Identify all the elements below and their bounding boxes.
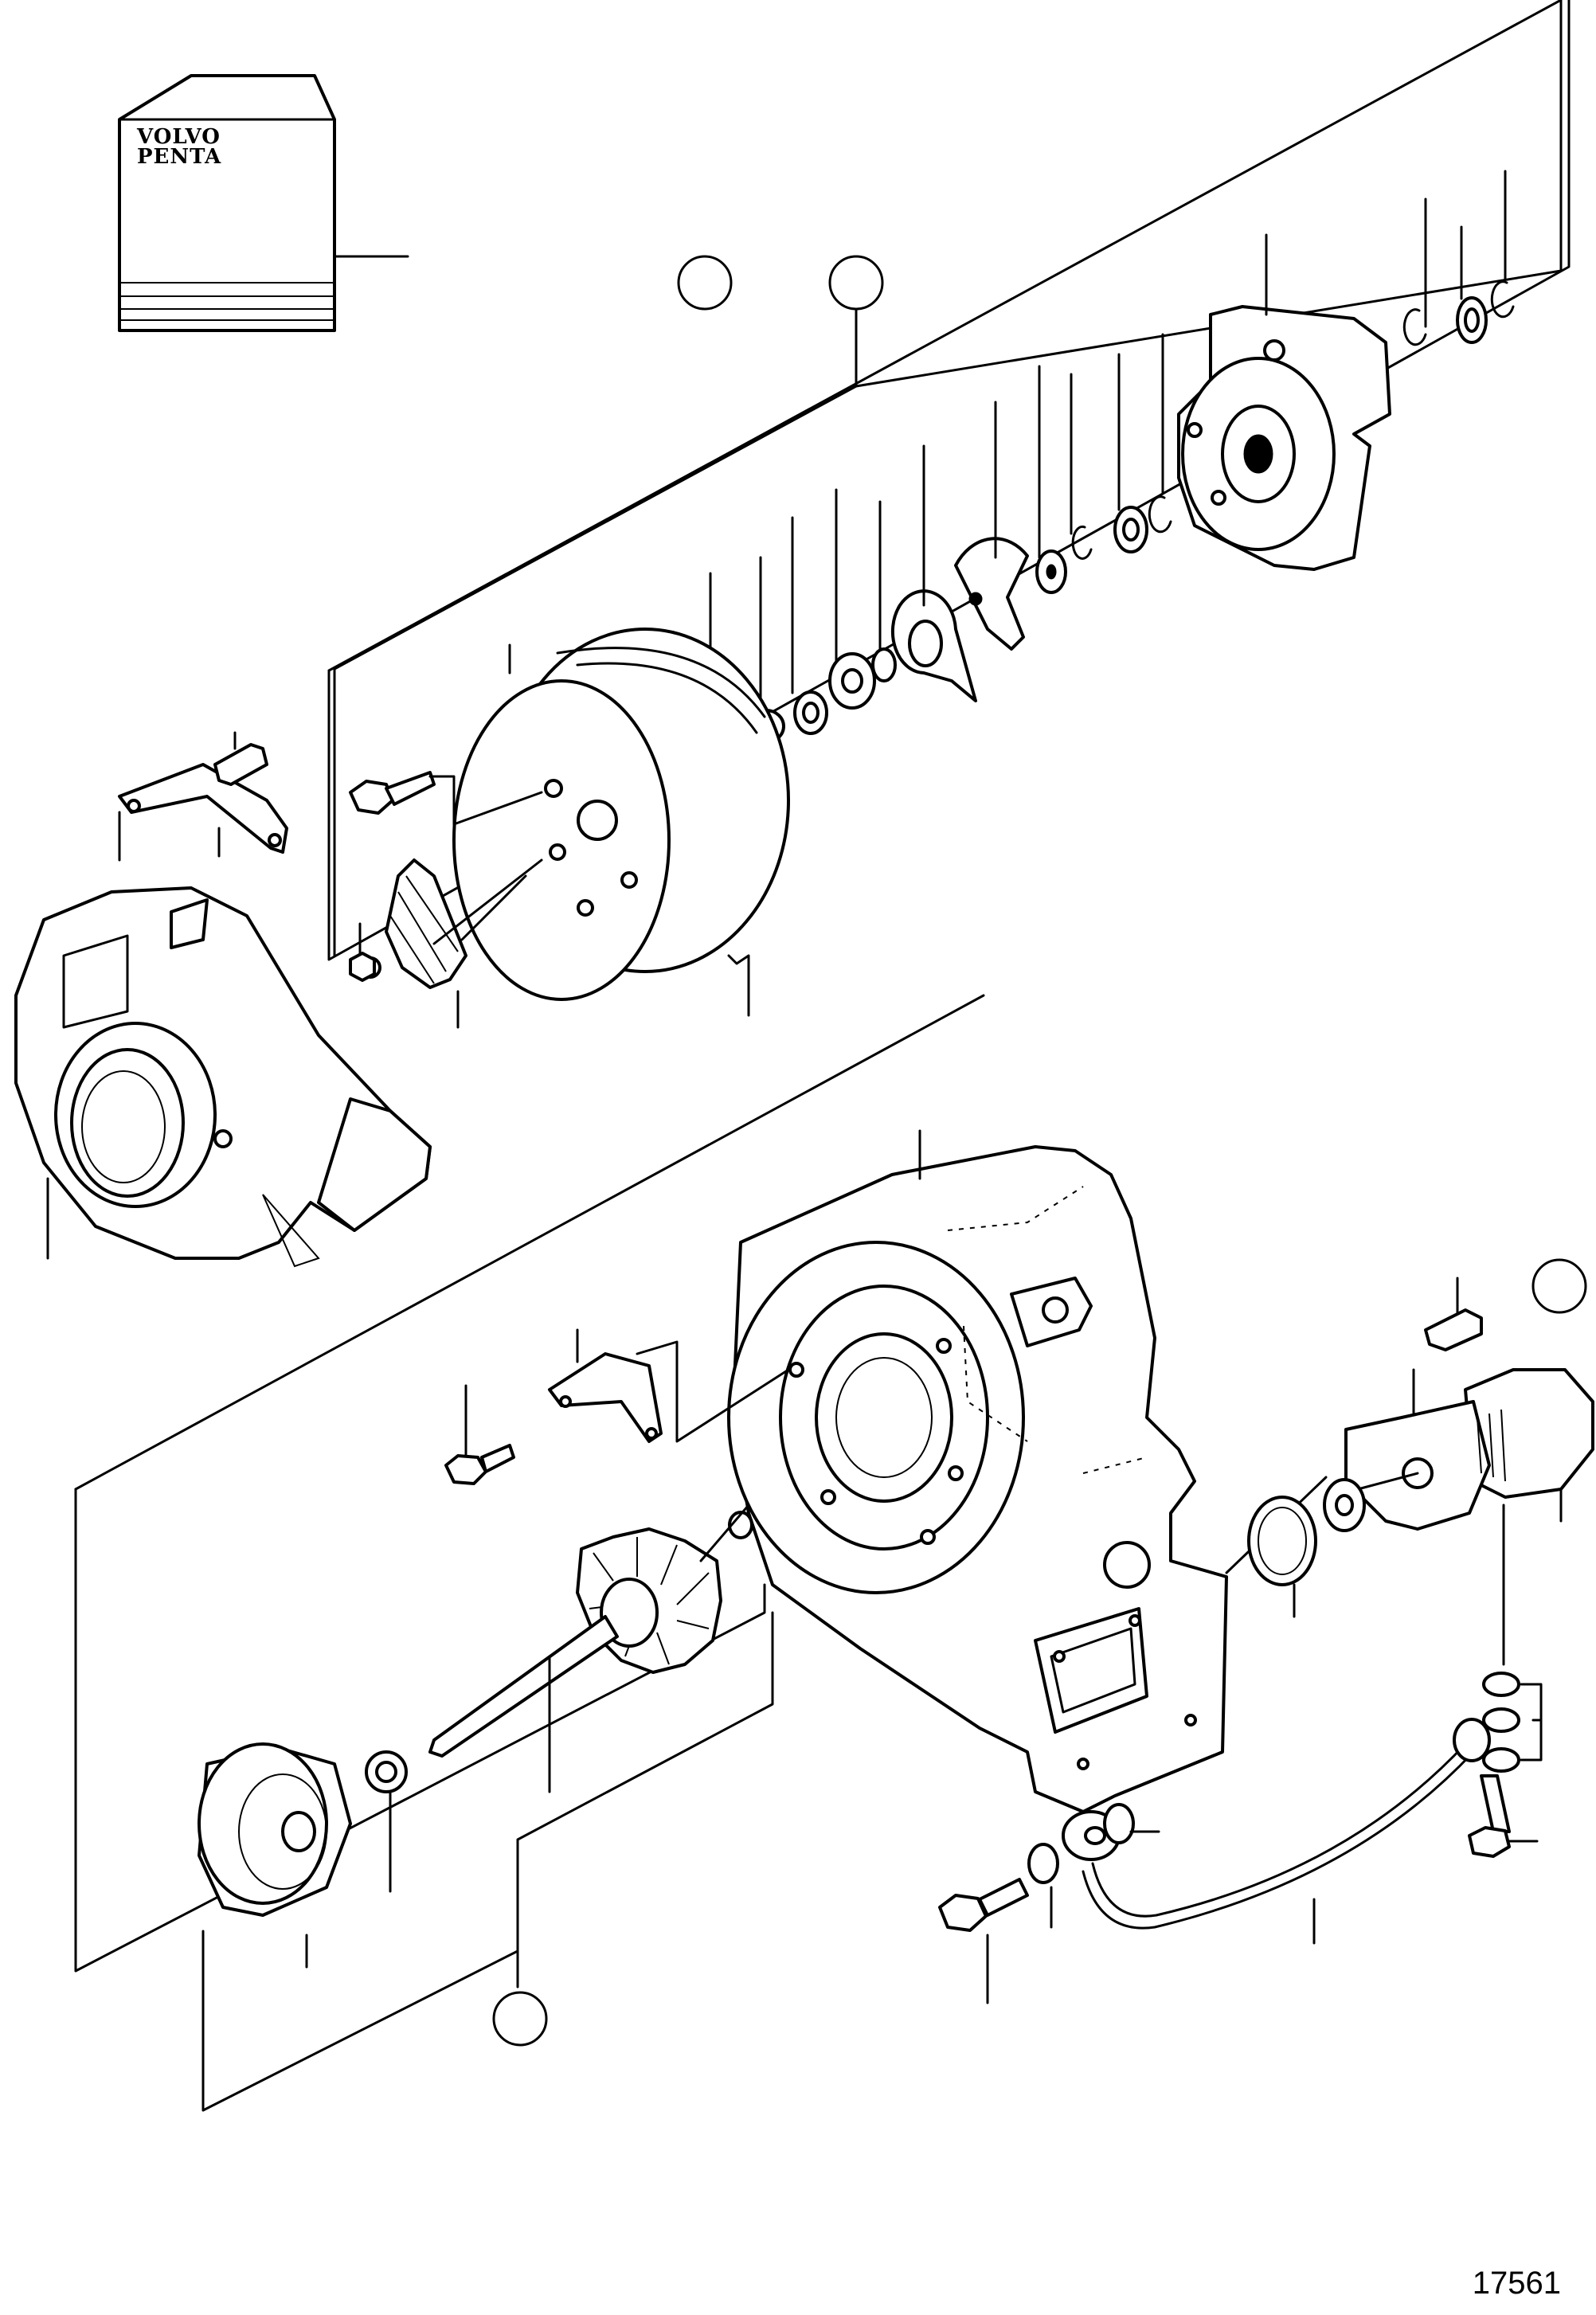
figure-number: 17561 — [1473, 2266, 1561, 2301]
clamp-bolt-lower — [444, 1384, 515, 1485]
bearing-bush-mid — [1113, 353, 1148, 553]
service-manual-booklet: VOLVO PENTA — [118, 74, 409, 332]
banjo-bolt-left — [938, 1878, 1029, 2004]
compressor-housing — [14, 886, 432, 1268]
bearing-housing — [1177, 233, 1391, 571]
backplate-screw — [349, 771, 543, 826]
sealing-washer-left-2 — [1027, 1843, 1059, 1929]
reference-circle-3 — [492, 1991, 548, 2047]
thrust-collar — [871, 500, 897, 682]
brand-line-penta: PENTA — [137, 145, 221, 169]
actuator-screw — [1424, 1277, 1483, 1351]
turbine-housing — [727, 1129, 1228, 1813]
boost-pipe — [1082, 1742, 1475, 1945]
turbine-wheel-shaft — [428, 1504, 750, 1793]
circlip-mid — [1148, 333, 1172, 534]
bearing-bush-upper-right — [1456, 225, 1488, 344]
wastegate-actuator — [1344, 1368, 1594, 1531]
clamp-plate-upper — [118, 763, 288, 862]
brand-line-volvo: VOLVO — [136, 125, 221, 149]
lower-kit-frame — [74, 994, 985, 2112]
thrust-washer — [1035, 365, 1067, 594]
thrust-bearing-plate — [954, 401, 1029, 651]
banjo-fitting-right — [1453, 1504, 1543, 1858]
circlip-mid-2 — [1070, 373, 1093, 560]
clamp-screw-upper — [213, 731, 268, 786]
wheel-lock-nut — [349, 922, 376, 982]
spacer-sleeve — [828, 488, 876, 710]
reference-circle-2 — [828, 255, 884, 311]
actuator-gasket — [1247, 1496, 1317, 1618]
compressor-backplate — [452, 628, 790, 1017]
clamp-plate-lower — [548, 1328, 790, 1443]
upper-parts-bracket — [333, 0, 1563, 957]
circlip-far-right — [1490, 170, 1515, 319]
circlip-upper-right — [1402, 197, 1427, 346]
reference-circle-1 — [677, 255, 733, 311]
heat-shield — [198, 1742, 352, 1969]
shaft-seal-ring — [365, 1750, 408, 1893]
actuator-spacer — [1225, 1476, 1366, 1574]
oil-deflector — [890, 444, 977, 702]
piston-ring-seal — [791, 516, 828, 735]
sealing-washer-left-1 — [1103, 1803, 1160, 1844]
reference-circle-4 — [1531, 1258, 1587, 1314]
